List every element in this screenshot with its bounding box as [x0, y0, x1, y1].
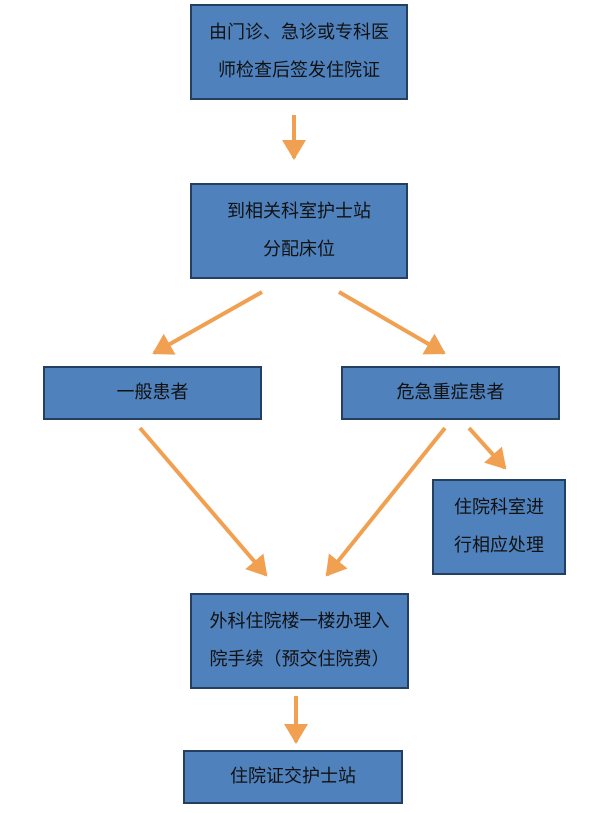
arrow-critical-to-admission	[325, 426, 447, 577]
submit-permit-box: 住院证交护士站	[183, 750, 403, 804]
department-treatment-line1: 住院科室进	[454, 497, 544, 519]
admission-payment-line2: 院手续（预交住院费）	[209, 649, 390, 670]
arrow-station-to-general	[152, 290, 263, 355]
department-treatment-box: 住院科室进 行相应处理	[432, 479, 566, 575]
general-patient-box: 一般患者	[43, 366, 262, 420]
admission-payment-line1: 外科住院楼一楼办理入	[209, 611, 390, 633]
arrow-station-to-critical	[337, 290, 446, 355]
arrow-critical-to-treatment	[467, 426, 507, 470]
registration-box: 由门诊、急诊或专科医 师检查后签发住院证	[190, 4, 408, 100]
admission-payment-box: 外科住院楼一楼办理入 院手续（预交住院费）	[190, 593, 409, 689]
submit-permit-label: 住院证交护士站	[230, 766, 356, 788]
nurse-station-box: 到相关科室护士站 分配床位	[190, 183, 408, 279]
arrow-general-to-admission	[138, 426, 268, 577]
nurse-station-line1: 到相关科室护士站	[227, 201, 371, 223]
department-treatment-line2: 行相应处理	[454, 535, 544, 556]
registration-line1: 由门诊、急诊或专科医	[209, 22, 389, 44]
general-patient-label: 一般患者	[116, 382, 189, 404]
nurse-station-line2: 分配床位	[263, 239, 335, 260]
registration-line2: 师检查后签发住院证	[218, 60, 380, 81]
critical-patient-box: 危急重症患者	[341, 366, 560, 420]
critical-patient-label: 危急重症患者	[396, 382, 505, 404]
